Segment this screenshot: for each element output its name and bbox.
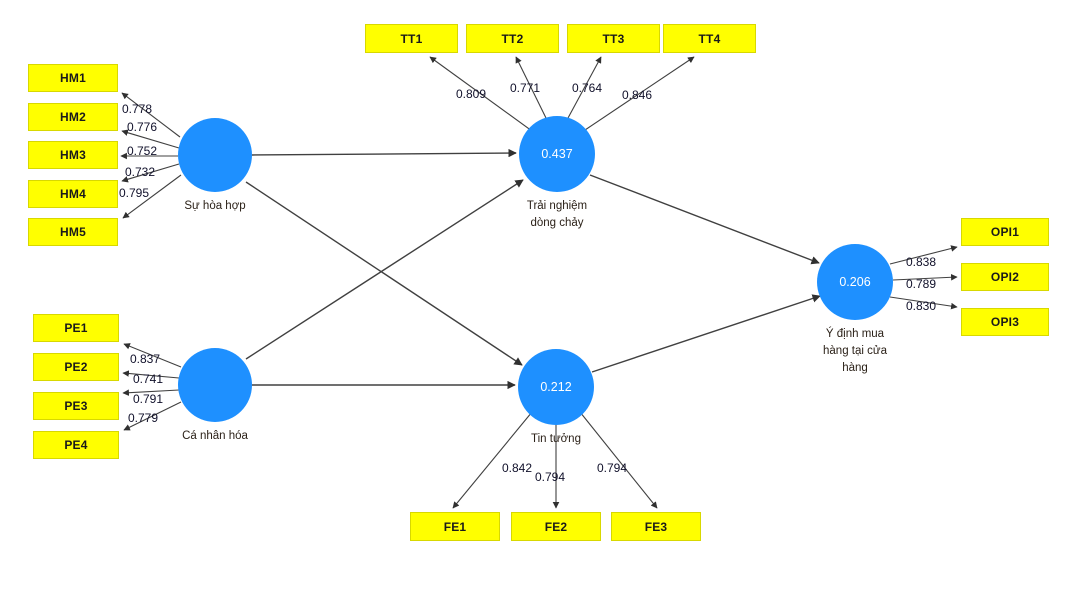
indicator-box-fe1[interactable]: FE1 bbox=[410, 512, 500, 541]
flow-to-TT4 bbox=[584, 56, 695, 131]
construct-label-harmony: Sự hòa hợp bbox=[184, 200, 246, 212]
loading-label-flow-experience-tt4: 0.846 bbox=[622, 88, 653, 102]
loading-label-flow-experience-tt2: 0.771 bbox=[510, 81, 541, 95]
indicator-box-pe4[interactable]: PE4 bbox=[33, 431, 119, 459]
construct-circle-personalization[interactable] bbox=[178, 348, 252, 422]
loading-label-purchase-intention-opi1: 0.838 bbox=[906, 255, 937, 269]
indicator-box-fe2[interactable]: FE2 bbox=[511, 512, 601, 541]
flow-to-TT2 bbox=[515, 56, 547, 119]
indicator-box-hm1[interactable]: HM1 bbox=[28, 64, 118, 92]
harmony-to-HM4 bbox=[121, 163, 180, 183]
indicator-box-opi2[interactable]: OPI2 bbox=[961, 263, 1049, 291]
indicator-box-hm4[interactable]: HM4 bbox=[28, 180, 118, 208]
loading-label-harmony-hm5: 0.795 bbox=[119, 186, 150, 200]
trust-to-FE1 bbox=[452, 411, 533, 509]
indicator-box-tt2[interactable]: TT2 bbox=[466, 24, 559, 53]
indicator-box-opi1[interactable]: OPI1 bbox=[961, 218, 1049, 246]
personalization-to-PE4 bbox=[123, 401, 182, 431]
construct-label-personalization: Cá nhân hóa bbox=[182, 430, 248, 442]
personalization-to-PE2 bbox=[122, 370, 180, 379]
harmony-to-HM1 bbox=[121, 92, 181, 138]
trust-to-FE3 bbox=[579, 411, 658, 509]
intention-to-OPI3 bbox=[889, 296, 958, 310]
trust-to-intention bbox=[591, 294, 821, 373]
structural-paths bbox=[245, 148, 821, 390]
loading-label-purchase-intention-opi3: 0.830 bbox=[906, 299, 937, 313]
construct-circle-purchase-intention[interactable]: 0.206 bbox=[817, 244, 893, 320]
personalization-to-PE3 bbox=[122, 389, 180, 396]
loading-label-personalization-pe4: 0.779 bbox=[128, 411, 159, 425]
flow-to-intention bbox=[589, 174, 820, 265]
personalization-to-PE1 bbox=[123, 343, 182, 368]
indicator-box-hm3[interactable]: HM3 bbox=[28, 141, 118, 169]
loading-label-personalization-pe3: 0.791 bbox=[133, 392, 164, 406]
loading-label-personalization-pe1: 0.837 bbox=[130, 352, 161, 366]
loading-label-harmony-hm3: 0.752 bbox=[127, 144, 158, 158]
indicator-box-opi3[interactable]: OPI3 bbox=[961, 308, 1049, 336]
indicator-box-hm5[interactable]: HM5 bbox=[28, 218, 118, 246]
harmony-to-HM5 bbox=[122, 174, 182, 219]
intention-to-OPI1 bbox=[889, 245, 958, 265]
harmony-to-HM2 bbox=[121, 129, 180, 149]
construct-circle-harmony[interactable] bbox=[178, 118, 252, 192]
measurement-paths bbox=[120, 56, 958, 509]
intention-to-OPI2 bbox=[892, 273, 958, 281]
flow-to-TT1 bbox=[429, 56, 533, 132]
indicator-box-fe3[interactable]: FE3 bbox=[611, 512, 701, 541]
construct-label-trust: Tin tưởng bbox=[531, 433, 581, 445]
construct-label-flow-experience: Trải nghiệm dòng chảy bbox=[526, 200, 588, 229]
construct-circle-trust[interactable]: 0.212 bbox=[518, 349, 594, 425]
construct-label-purchase-intention: Ý định mua hàng tại cửa hàng bbox=[823, 328, 887, 374]
loading-label-harmony-hm2: 0.776 bbox=[127, 120, 158, 134]
indicator-box-tt3[interactable]: TT3 bbox=[567, 24, 660, 53]
construct-circle-flow-experience[interactable]: 0.437 bbox=[519, 116, 595, 192]
loading-label-purchase-intention-opi2: 0.789 bbox=[906, 277, 937, 291]
loading-label-flow-experience-tt3: 0.764 bbox=[572, 81, 603, 95]
loading-label-flow-experience-tt1: 0.809 bbox=[456, 87, 487, 101]
loading-label-harmony-hm4: 0.732 bbox=[125, 165, 156, 179]
harmony-to-trust bbox=[245, 181, 523, 366]
loading-label-personalization-pe2: 0.741 bbox=[133, 372, 164, 386]
personalization-to-flow bbox=[245, 179, 524, 360]
loading-label-trust-fe2: 0.794 bbox=[535, 470, 566, 484]
indicator-box-tt4[interactable]: TT4 bbox=[663, 24, 756, 53]
indicator-box-tt1[interactable]: TT1 bbox=[365, 24, 458, 53]
indicator-box-pe1[interactable]: PE1 bbox=[33, 314, 119, 342]
indicator-box-pe2[interactable]: PE2 bbox=[33, 353, 119, 381]
loading-label-trust-fe3: 0.794 bbox=[597, 461, 628, 475]
indicator-box-hm2[interactable]: HM2 bbox=[28, 103, 118, 131]
loading-label-trust-fe1: 0.842 bbox=[502, 461, 533, 475]
loading-label-harmony-hm1: 0.778 bbox=[122, 102, 153, 116]
indicator-box-pe3[interactable]: PE3 bbox=[33, 392, 119, 420]
harmony-to-flow bbox=[251, 148, 517, 158]
flow-to-TT3 bbox=[567, 56, 602, 119]
